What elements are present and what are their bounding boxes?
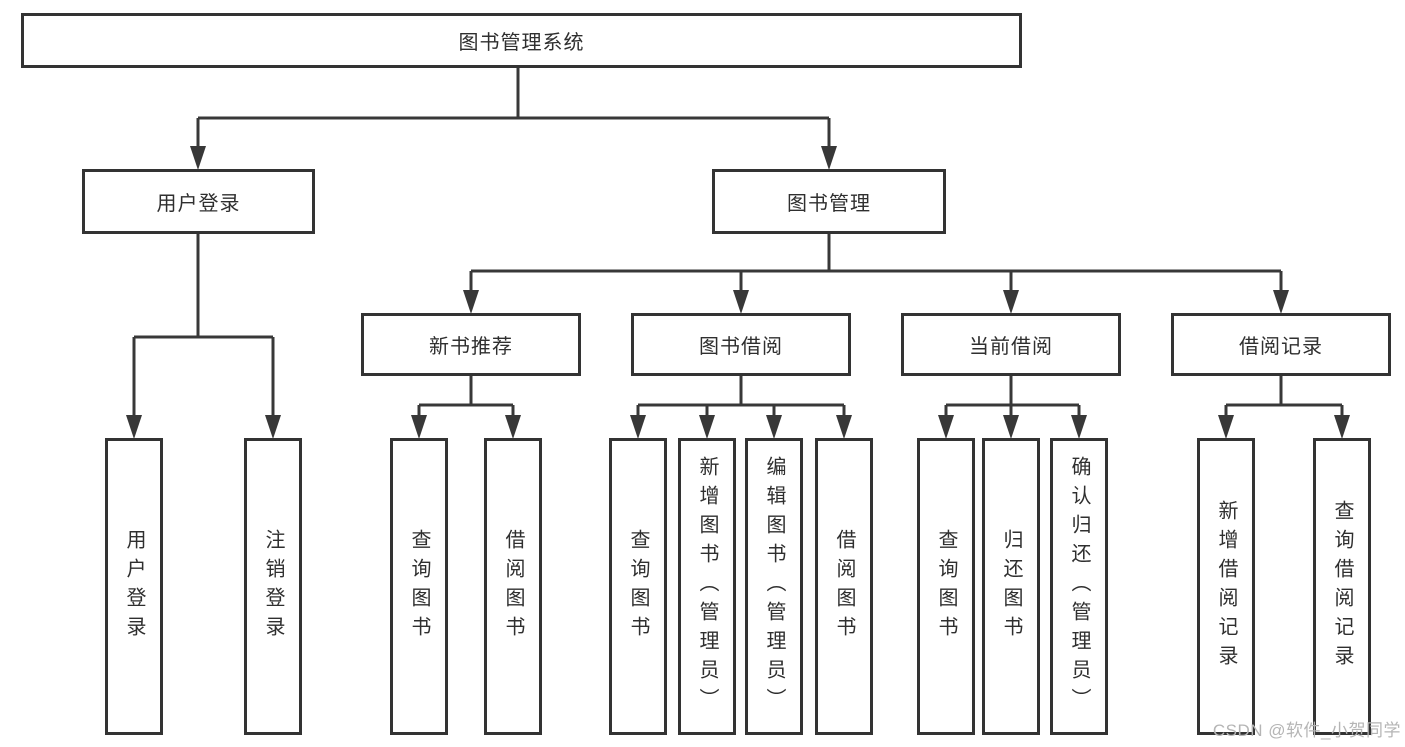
leaf-br-add-borrow-record-label: 新增借阅记录	[1215, 499, 1237, 674]
node-current-borrowing-label: 当前借阅	[969, 336, 1053, 358]
leaf-bb-edit-book-admin: 编辑图书（管理员）	[745, 438, 803, 735]
leaf-logout: 注销登录	[244, 438, 302, 735]
leaf-logout-label: 注销登录	[262, 528, 284, 645]
leaf-user-login-label: 用户登录	[123, 528, 145, 645]
leaf-cb-query-books-label: 查询图书	[935, 528, 957, 645]
node-book-management-label: 图书管理	[787, 193, 871, 215]
leaf-nbr-borrow-books: 借阅图书	[484, 438, 542, 735]
leaf-cb-confirm-return-admin: 确认归还（管理员）	[1050, 438, 1108, 735]
leaf-bb-query-books-label: 查询图书	[627, 528, 649, 645]
leaf-bb-borrow-books-label: 借阅图书	[833, 528, 855, 645]
leaf-bb-add-book-admin-label: 新增图书（管理员）	[696, 456, 718, 717]
node-borrowing-records-label: 借阅记录	[1239, 336, 1323, 358]
node-new-book-recommend-label: 新书推荐	[429, 336, 513, 358]
leaf-bb-borrow-books: 借阅图书	[815, 438, 873, 735]
leaf-br-query-borrow-record-label: 查询借阅记录	[1331, 499, 1353, 674]
watermark: CSDN @软件_小贺同学	[1212, 721, 1401, 740]
leaf-bb-add-book-admin: 新增图书（管理员）	[678, 438, 736, 735]
leaf-bb-query-books: 查询图书	[609, 438, 667, 735]
node-borrowing-records: 借阅记录	[1171, 313, 1391, 376]
leaf-nbr-query-books-label: 查询图书	[408, 528, 430, 645]
leaf-cb-return-books: 归还图书	[982, 438, 1040, 735]
leaf-cb-query-books: 查询图书	[917, 438, 975, 735]
node-current-borrowing: 当前借阅	[901, 313, 1121, 376]
leaf-user-login: 用户登录	[105, 438, 163, 735]
node-user-login: 用户登录	[82, 169, 315, 234]
leaf-br-query-borrow-record: 查询借阅记录	[1313, 438, 1371, 735]
leaf-br-add-borrow-record: 新增借阅记录	[1197, 438, 1255, 735]
leaf-cb-confirm-return-admin-label: 确认归还（管理员）	[1068, 456, 1090, 717]
node-new-book-recommend: 新书推荐	[361, 313, 581, 376]
leaf-nbr-borrow-books-label: 借阅图书	[502, 528, 524, 645]
node-book-management: 图书管理	[712, 169, 946, 234]
node-root-label: 图书管理系统	[458, 32, 585, 54]
node-user-login-label: 用户登录	[156, 193, 241, 215]
node-root: 图书管理系统	[21, 13, 1022, 68]
leaf-bb-edit-book-admin-label: 编辑图书（管理员）	[763, 456, 785, 717]
node-book-borrowing-label: 图书借阅	[699, 336, 783, 358]
leaf-cb-return-books-label: 归还图书	[1000, 528, 1022, 645]
leaf-nbr-query-books: 查询图书	[390, 438, 448, 735]
node-book-borrowing: 图书借阅	[631, 313, 851, 376]
